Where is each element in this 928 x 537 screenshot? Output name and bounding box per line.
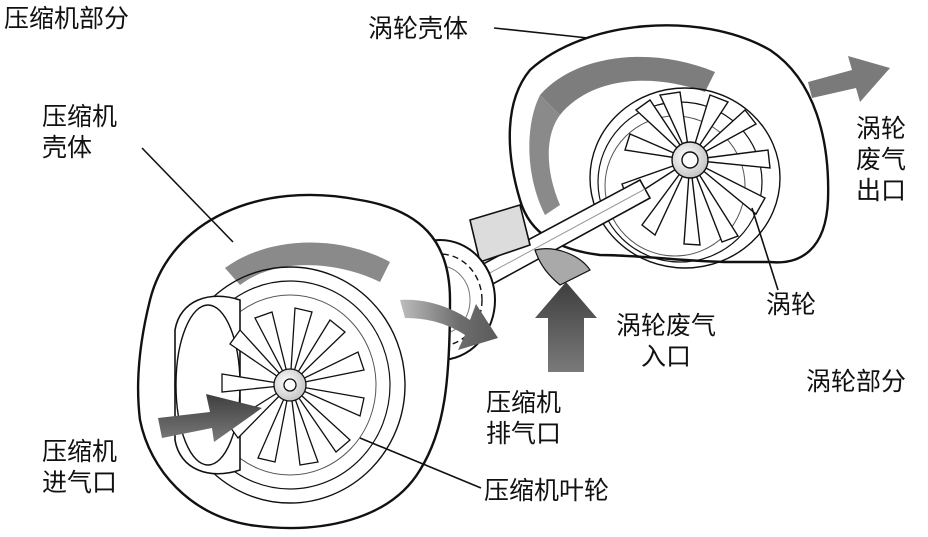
exhaust-outlet-arrow	[808, 56, 890, 102]
leader-lines	[141, 27, 779, 489]
compressor-inlet-arrow	[158, 394, 262, 442]
turbine-exhaust-inlet-label: 涡轮废气 入口	[615, 311, 716, 371]
compressor-discharge-label: 压缩机 排气口	[486, 388, 562, 448]
turbine-exhaust-outlet-label: 涡轮 废气 出口	[856, 114, 907, 205]
compressor-impeller-label: 压缩机叶轮	[484, 476, 610, 505]
compressor-housing-label: 压缩机 壳体	[42, 102, 118, 162]
turbine-housing-shape	[508, 24, 830, 269]
compressor-impeller-shape	[221, 307, 365, 466]
exhaust-inlet-arrow	[535, 282, 597, 372]
turbine-section-label: 涡轮部分	[806, 367, 907, 396]
turbine-housing-label: 涡轮壳体	[368, 14, 469, 43]
compressor-section-label: 压缩机部分	[4, 4, 130, 33]
compressor-inlet-label: 压缩机 进气口	[42, 437, 118, 497]
turbine-wheel-label: 涡轮	[766, 290, 817, 319]
